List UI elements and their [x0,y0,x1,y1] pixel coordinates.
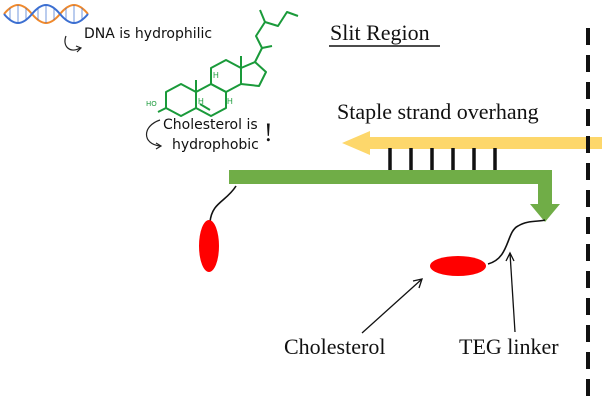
cholesterol-note-pointer [145,119,161,147]
left-teg-linker [209,185,237,223]
right-teg-linker [487,219,546,265]
dna-strand-arrow [229,170,560,222]
cholesterol-label: Cholesterol [284,334,386,359]
exclamation-mark: ! [264,118,273,147]
left-cholesterol-blob [199,220,219,272]
molecule-h-label: H [227,97,233,106]
cholesterol-callout-arrow [361,278,423,334]
dna-pointer [64,35,81,51]
right-cholesterol-blob [430,256,486,276]
molecule-h-label: H [213,71,219,80]
teg-linker-label: TEG linker [459,334,559,359]
cholesterol-molecule-icon [157,9,299,117]
dna-hydrophilic-label: DNA is hydrophilic [84,26,213,42]
base-pair-ticks [388,148,497,172]
molecule-ho-label: HO [146,100,157,108]
cholesterol-note-line2: hydrophobic [172,137,259,153]
staple-overhang-arrow [342,131,602,155]
teg-callout-arrow [505,251,516,333]
cholesterol-note-line1: Cholesterol is [163,117,258,133]
title: Slit Region [330,20,430,45]
molecule-h-label: H [198,97,204,106]
dna-helix-icon [3,4,89,24]
staple-overhang-label: Staple strand overhang [337,99,539,124]
